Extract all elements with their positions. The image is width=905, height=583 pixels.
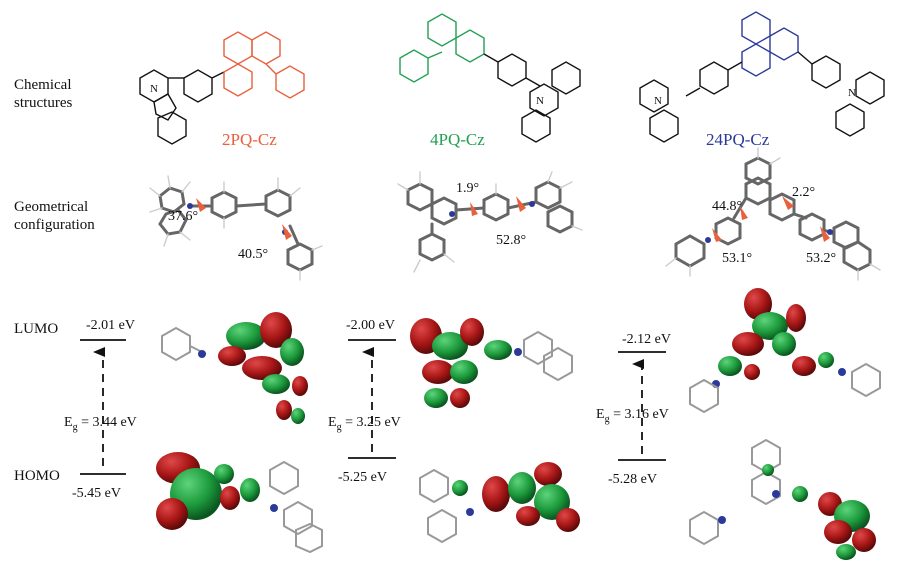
atom-n-4pq-cz: N (536, 95, 544, 107)
lumo-energy-24pq-cz: -2.12 eV (622, 332, 671, 347)
angle-24pq-cz-1: 44.8° (712, 199, 742, 214)
lumo-energy-4pq-cz: -2.00 eV (346, 318, 395, 333)
angle-24pq-cz-3: 53.1° (722, 251, 752, 266)
energy-diagram-4pq-cz (348, 339, 396, 459)
molecule-name-4pq-cz: 4PQ-Cz (430, 130, 485, 149)
homo-energy-24pq-cz: -5.28 eV (608, 472, 657, 487)
homo-energy-2pq-cz: -5.45 eV (72, 486, 121, 501)
row-label-homo: HOMO (14, 468, 60, 484)
angle-2pq-cz-2: 40.5° (238, 247, 268, 262)
orbital-lumo-2pq-cz (161, 312, 308, 424)
atom-n-2pq-cz: N (150, 83, 158, 95)
angle-4pq-cz-2: 52.8° (496, 233, 526, 248)
structure-4pq-cz (399, 13, 581, 143)
energy-gap-4pq-cz: Eg = 3.25 eV (328, 415, 401, 433)
molecule-name-2pq-cz: 2PQ-Cz (222, 130, 277, 149)
angle-4pq-cz-1: 1.9° (456, 181, 479, 196)
orbital-homo-2pq-cz (156, 452, 323, 554)
angle-24pq-cz-2: 2.2° (792, 185, 815, 200)
energy-diagram-24pq-cz (618, 351, 666, 461)
row-label-lumo: LUMO (14, 321, 59, 337)
row-label-geometrical-configuration: Geometrical configuration (14, 199, 95, 233)
homo-energy-4pq-cz: -5.25 eV (338, 470, 387, 485)
molecule-name-24pq-cz: 24PQ-Cz (706, 130, 770, 149)
orbital-lumo-4pq-cz (410, 318, 573, 408)
orbital-lumo-24pq-cz (689, 288, 881, 414)
lumo-energy-2pq-cz: -2.01 eV (86, 318, 135, 333)
energy-gap-2pq-cz: Eg = 3.44 eV (64, 415, 137, 433)
structure-24pq-cz (639, 11, 885, 143)
angle-2pq-cz-1: 37.6° (168, 209, 198, 224)
geometry-4pq-cz (397, 171, 583, 273)
structure-2pq-cz (139, 31, 305, 145)
geometry-24pq-cz (665, 147, 881, 281)
geometry-2pq-cz (149, 175, 323, 281)
energy-diagram-2pq-cz (80, 339, 126, 475)
orbital-homo-24pq-cz (689, 438, 876, 560)
energy-gap-24pq-cz: Eg = 3.16 eV (596, 407, 669, 425)
orbital-homo-4pq-cz (419, 462, 580, 544)
angle-24pq-cz-4: 53.2° (806, 251, 836, 266)
row-label-chemical-structures: Chemical structures (14, 77, 73, 111)
atom-n-24pq-cz-right: N (848, 87, 856, 99)
atom-n-24pq-cz-left: N (654, 95, 662, 107)
